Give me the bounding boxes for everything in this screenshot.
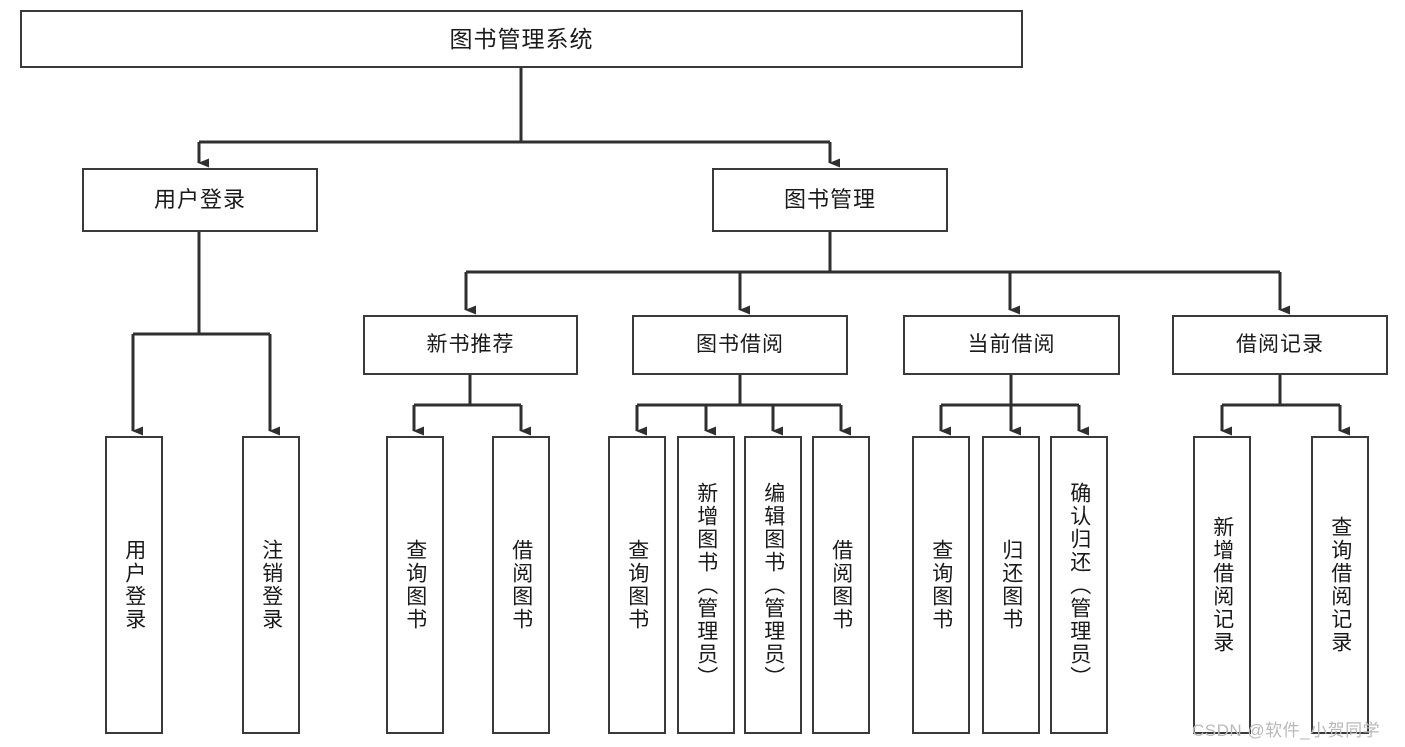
node-new-book-recommend[interactable]: 新书推荐 xyxy=(363,315,578,375)
leaf-current-query-book[interactable]: 查询图书 xyxy=(912,436,970,734)
leaf-current-query-book-label: 查询图书 xyxy=(929,539,953,631)
node-current-borrow-label: 当前借阅 xyxy=(967,332,1056,356)
leaf-borrow-query-book[interactable]: 查询图书 xyxy=(608,436,666,734)
node-current-borrow[interactable]: 当前借阅 xyxy=(903,315,1120,375)
leaf-borrow-edit-book-label: 编辑图书（管理员） xyxy=(761,481,785,689)
node-borrow-record[interactable]: 借阅记录 xyxy=(1172,315,1388,375)
leaf-current-return-book[interactable]: 归还图书 xyxy=(982,436,1040,734)
node-user-login-label: 用户登录 xyxy=(153,187,246,213)
leaf-record-add-record[interactable]: 新增借阅记录 xyxy=(1193,436,1251,734)
leaf-current-return-book-label: 归还图书 xyxy=(999,539,1023,631)
leaf-borrow-borrow-book[interactable]: 借阅图书 xyxy=(812,436,870,734)
leaf-record-query-record[interactable]: 查询借阅记录 xyxy=(1311,436,1369,734)
node-root-label: 图书管理系统 xyxy=(449,25,594,52)
leaf-borrow-borrow-book-label: 借阅图书 xyxy=(829,539,853,631)
leaf-borrow-query-book-label: 查询图书 xyxy=(625,539,649,631)
leaf-recommend-query-book-label: 查询图书 xyxy=(403,539,427,631)
leaf-user-login-logout-label: 注销登录 xyxy=(259,539,283,631)
leaf-current-confirm-return-label: 确认归还（管理员） xyxy=(1067,481,1091,689)
leaf-record-add-record-label: 新增借阅记录 xyxy=(1210,516,1234,654)
node-root-system[interactable]: 图书管理系统 xyxy=(20,10,1023,68)
leaf-current-confirm-return[interactable]: 确认归还（管理员） xyxy=(1050,436,1108,734)
leaf-borrow-add-book[interactable]: 新增图书（管理员） xyxy=(677,436,735,734)
csdn-watermark: CSDN @软件_小贺同学 xyxy=(1192,721,1381,740)
leaf-recommend-query-book[interactable]: 查询图书 xyxy=(386,436,444,734)
leaf-recommend-borrow-book[interactable]: 借阅图书 xyxy=(492,436,550,734)
leaf-recommend-borrow-book-label: 借阅图书 xyxy=(509,539,533,631)
leaf-user-login-logout[interactable]: 注销登录 xyxy=(242,436,300,734)
leaf-borrow-edit-book[interactable]: 编辑图书（管理员） xyxy=(744,436,802,734)
node-book-borrow[interactable]: 图书借阅 xyxy=(632,315,848,375)
node-new-book-recommend-label: 新书推荐 xyxy=(426,332,515,356)
leaf-user-login-login-label: 用户登录 xyxy=(122,539,146,631)
node-book-management[interactable]: 图书管理 xyxy=(712,168,948,232)
leaf-record-query-record-label: 查询借阅记录 xyxy=(1328,516,1352,654)
node-book-management-label: 图书管理 xyxy=(783,187,876,213)
node-book-borrow-label: 图书借阅 xyxy=(696,332,784,356)
node-user-login[interactable]: 用户登录 xyxy=(82,168,318,232)
leaf-borrow-add-book-label: 新增图书（管理员） xyxy=(694,481,718,689)
node-borrow-record-label: 借阅记录 xyxy=(1236,332,1324,356)
leaf-user-login-login[interactable]: 用户登录 xyxy=(105,436,163,734)
